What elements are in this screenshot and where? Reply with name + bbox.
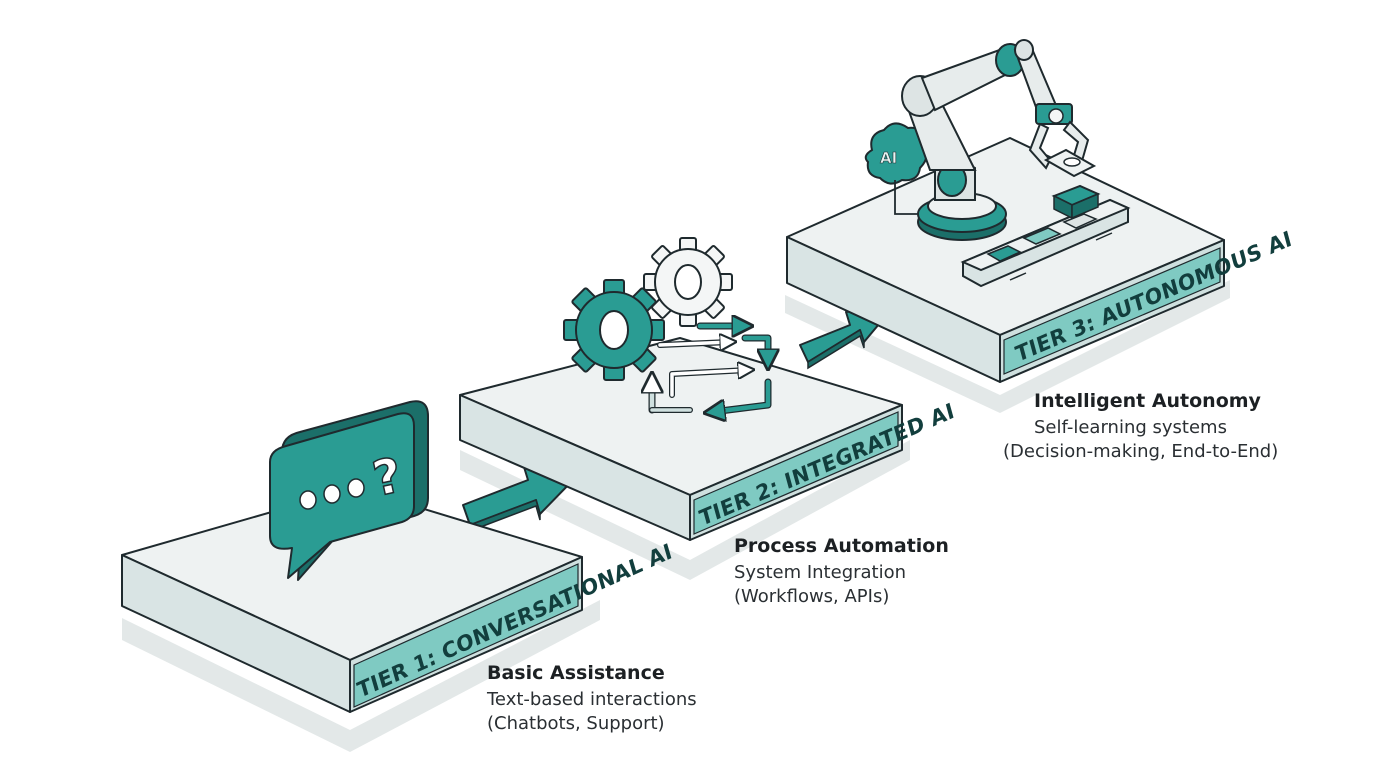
chat-question-bubble-icon: ? xyxy=(269,400,429,581)
robot-arm-icon: AI xyxy=(864,39,1097,241)
workflow-arrows xyxy=(652,326,768,412)
control-board-icon xyxy=(960,184,1131,288)
platform-shadows xyxy=(122,280,1230,752)
tier-1-title: Basic Assistance xyxy=(487,662,665,684)
tier-1-line-1: Text-based interactions xyxy=(487,689,697,710)
tier-1-platform: TIER 1: CONVERSATIONAL AI xyxy=(121,487,675,713)
tier-3-line-1: Self-learning systems xyxy=(1034,417,1227,438)
white-gear-icon xyxy=(643,237,733,327)
brain-ai-text: AI xyxy=(880,149,897,167)
brain-icon: AI xyxy=(864,122,930,215)
connector-arrow-1 xyxy=(462,466,576,533)
tier-3-line-2: (Decision-making, End-to-End) xyxy=(1003,441,1279,462)
teal-gear-icon xyxy=(563,279,665,381)
gears-workflow-icon xyxy=(563,237,768,412)
tier-2-platform: TIER 2: INTEGRATED AI xyxy=(459,337,957,541)
tier-2-line-2: (Workflows, APIs) xyxy=(734,586,890,607)
tier-2-line-1: System Integration xyxy=(734,562,907,583)
tier-3-title: Intelligent Autonomy xyxy=(1034,390,1261,412)
tier-1-line-2: (Chatbots, Support) xyxy=(487,713,665,734)
tier-2-title: Process Automation xyxy=(734,535,949,557)
chat-dots xyxy=(299,478,365,510)
